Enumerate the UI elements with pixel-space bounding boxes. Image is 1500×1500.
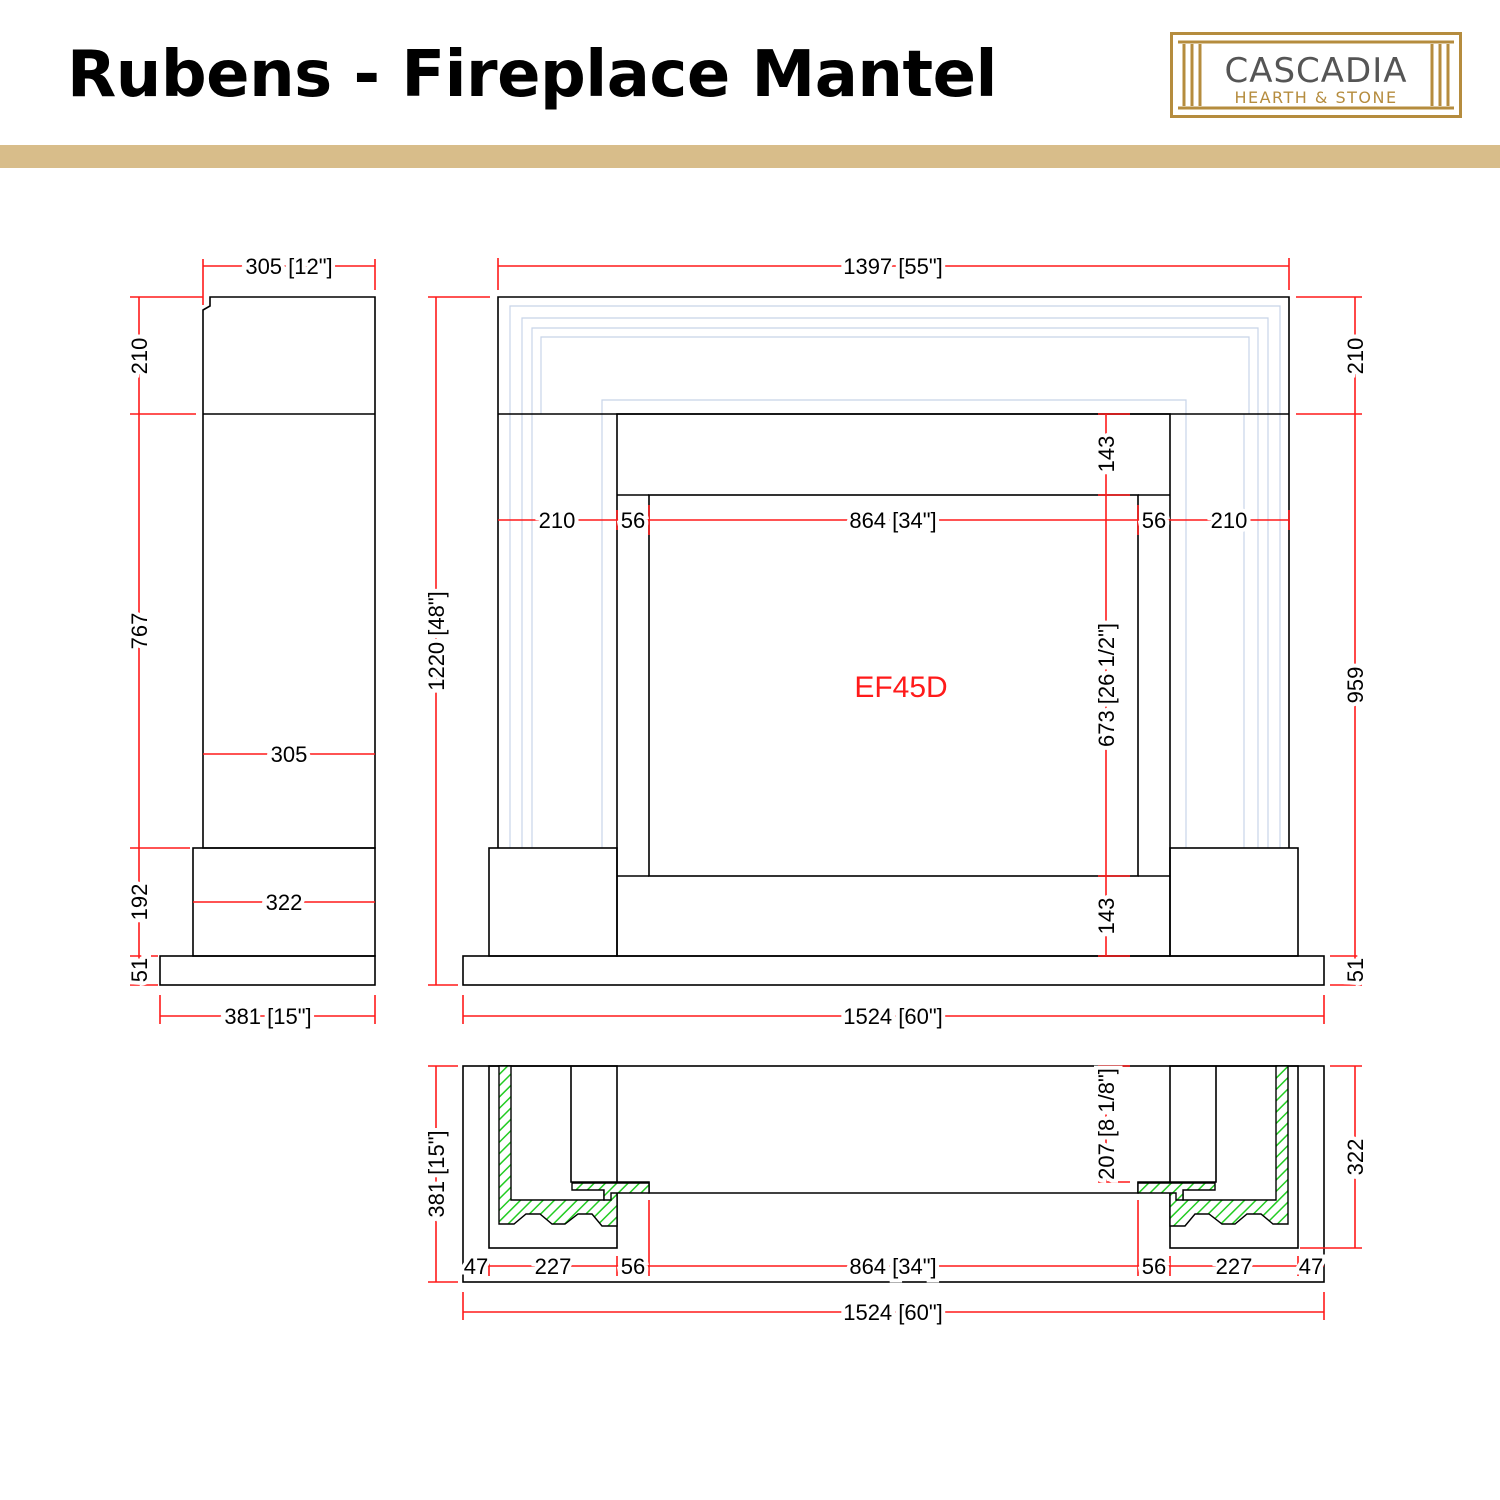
- front-hearth-height-label: 51: [1343, 958, 1368, 982]
- front-leg-width-left-label: 210: [539, 508, 576, 533]
- insert-model-label: EF45D: [854, 671, 947, 704]
- front-surround-left-label: 56: [621, 508, 645, 533]
- side-leg-height-label: 767: [127, 613, 152, 650]
- front-surround-right-label: 56: [1142, 508, 1166, 533]
- plan-overall-width-label: 1524 [60"]: [843, 1300, 943, 1325]
- front-opening-height-label: 673 [26 1/2"]: [1094, 623, 1119, 747]
- plan-overall-depth-label: 381 [15"]: [424, 1130, 449, 1217]
- plan-surround-right-label: 56: [1142, 1254, 1166, 1279]
- front-overall-width-label: 1397 [55"]: [843, 254, 943, 279]
- side-dimensions: [130, 259, 376, 1024]
- front-bottom-panel-height-label: 143: [1094, 898, 1119, 935]
- front-opening-width-label: 864 [34"]: [849, 508, 936, 533]
- front-overall-height-label: 1220 [48"]: [424, 591, 449, 691]
- plan-dimensions: [428, 1065, 1362, 1320]
- plan-leg-right-label: 227: [1216, 1254, 1253, 1279]
- plan-dimension-labels: 381 [15"] 207 [8 1/8"] 322 47 227 56 864…: [420, 1064, 1372, 1329]
- plan-opening-width-label: 864 [34"]: [849, 1254, 936, 1279]
- plan-leg-depth-label: 322: [1343, 1139, 1368, 1176]
- front-leg-width-right-label: 210: [1211, 508, 1248, 533]
- logo-frame: [1170, 32, 1462, 118]
- front-view: [462, 296, 1325, 986]
- side-dimension-labels: 305 [12"] 210 767 192 51 305 322 381 [15…: [123, 250, 337, 1033]
- cascadia-logo: CASCADIA HEARTH & STONE: [1170, 32, 1462, 118]
- front-dimensions: [428, 258, 1362, 1024]
- front-view-mouldings: [509, 305, 1281, 848]
- plan-surround-left-label: 56: [621, 1254, 645, 1279]
- front-top-panel-height-label: 143: [1094, 436, 1119, 473]
- plan-hatched-sections: [498, 1065, 1289, 1227]
- side-plinth-height-label: 192: [127, 884, 152, 921]
- side-shelf-height-label: 210: [127, 338, 152, 375]
- plan-view: [462, 1065, 1325, 1283]
- front-leg-height-label: 959: [1343, 667, 1368, 704]
- plan-leg-left-label: 227: [535, 1254, 572, 1279]
- plan-edge-right-label: 47: [1299, 1254, 1323, 1279]
- page-title: Rubens - Fireplace Mantel: [67, 38, 997, 112]
- side-depth-top-label: 305 [12"]: [245, 254, 332, 279]
- side-view: [159, 296, 376, 986]
- side-hearth-depth-label: 381 [15"]: [224, 1004, 311, 1029]
- logo-subtitle: HEARTH & STONE: [1234, 88, 1397, 107]
- header-band: [0, 145, 1500, 168]
- plan-edge-left-label: 47: [464, 1254, 488, 1279]
- logo-name: CASCADIA: [1224, 51, 1407, 91]
- side-hearth-height-label: 51: [127, 958, 152, 982]
- front-base-width-label: 1524 [60"]: [843, 1004, 943, 1029]
- side-plinth-depth-label: 322: [266, 890, 303, 915]
- front-dimension-labels: 1397 [55"] 1220 [48"] 210 959 51 210 56 …: [420, 250, 1372, 1033]
- side-leg-depth-label: 305: [271, 742, 308, 767]
- front-shelf-height-label: 210: [1343, 338, 1368, 375]
- plan-inner-depth-label: 207 [8 1/8"]: [1094, 1068, 1119, 1180]
